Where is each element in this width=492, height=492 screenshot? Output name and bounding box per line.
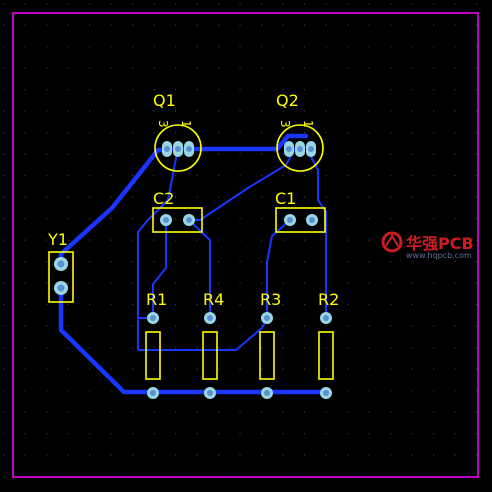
r1-pad-top-hole: [150, 315, 156, 321]
r3-pad-bottom-hole: [264, 390, 270, 396]
y1-pad-2-hole: [57, 284, 65, 292]
r4-outline[interactable]: [202, 331, 218, 380]
c2-outline[interactable]: [152, 207, 203, 233]
q2-pin1-mark: 1: [301, 120, 315, 128]
y1-label[interactable]: Y1: [47, 230, 68, 249]
q1-pin1-mark: 1: [179, 120, 193, 128]
r1-label[interactable]: R1: [146, 290, 167, 309]
designator-labels: Q1 Q2 C2 C1 Y1 R1 R4 R3 R2 3 1 3 1: [47, 91, 339, 309]
pads: [54, 141, 332, 399]
r2-label[interactable]: R2: [318, 290, 339, 309]
r4-pad-top-hole: [207, 315, 213, 321]
r3-label[interactable]: R3: [260, 290, 281, 309]
r1-outline[interactable]: [145, 331, 161, 380]
trace-q2-to-c1[interactable]: [305, 146, 327, 319]
trace-c1-to-r3[interactable]: [266, 219, 291, 319]
q2-pad-1-hole: [308, 146, 314, 152]
hqpcb-watermark: 华强PCB www.hqpcb.com: [381, 231, 474, 260]
c1-pad-2-hole: [309, 217, 315, 223]
q2-label[interactable]: Q2: [276, 91, 299, 110]
q1-label[interactable]: Q1: [153, 91, 176, 110]
y1-outline[interactable]: [48, 251, 74, 303]
trace-main-loop[interactable]: [58, 285, 329, 395]
r3-outline[interactable]: [259, 331, 275, 380]
q2-pads[interactable]: [284, 141, 316, 157]
watermark-url: www.hqpcb.com: [406, 251, 472, 260]
silkscreen-layer: [48, 124, 334, 380]
q2-outline[interactable]: [276, 124, 324, 172]
hqpcb-logo-icon: [381, 231, 403, 253]
trace-c2-to-r1[interactable]: [152, 219, 167, 319]
r1-pad-bottom-hole: [150, 390, 156, 396]
r3-pad-top-hole: [264, 315, 270, 321]
q1-pads[interactable]: [162, 141, 194, 157]
c2-label[interactable]: C2: [153, 189, 174, 208]
c2-pad-2-hole: [186, 217, 192, 223]
c1-pad-1-hole: [287, 217, 293, 223]
q1-pad-3-hole: [164, 146, 170, 152]
r4-pad-bottom-hole: [207, 390, 213, 396]
trace-cross-r1-r3[interactable]: [137, 317, 268, 351]
board-outline: [12, 12, 479, 478]
watermark-brand: 华强PCB: [406, 234, 474, 253]
c1-label[interactable]: C1: [275, 189, 296, 208]
trace-q2-to-c2[interactable]: [188, 146, 297, 221]
r2-pad-top-hole: [323, 315, 329, 321]
r2-pad-bottom-hole: [323, 390, 329, 396]
r2-outline[interactable]: [318, 331, 334, 380]
c1-outline[interactable]: [275, 207, 326, 233]
r4-label[interactable]: R4: [203, 290, 224, 309]
trace-c2-to-r4[interactable]: [188, 219, 211, 319]
c2-pad-1-hole: [163, 217, 169, 223]
trace-q1-to-c2[interactable]: [137, 147, 179, 319]
q2-pad-3-hole: [286, 146, 292, 152]
q1-pin3-mark: 3: [156, 120, 170, 128]
q2-pad-2-hole: [297, 146, 303, 152]
q1-outline[interactable]: [154, 124, 202, 172]
y1-pad-1-hole: [57, 260, 65, 268]
q2-pin3-mark: 3: [278, 120, 292, 128]
q1-pad-2-hole: [175, 146, 181, 152]
q1-pad-1-hole: [186, 146, 192, 152]
